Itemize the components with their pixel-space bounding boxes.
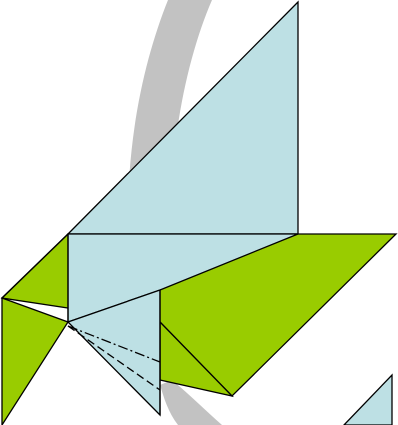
corner-blue-triangle: [344, 375, 392, 425]
left-green-flap: [2, 298, 68, 425]
